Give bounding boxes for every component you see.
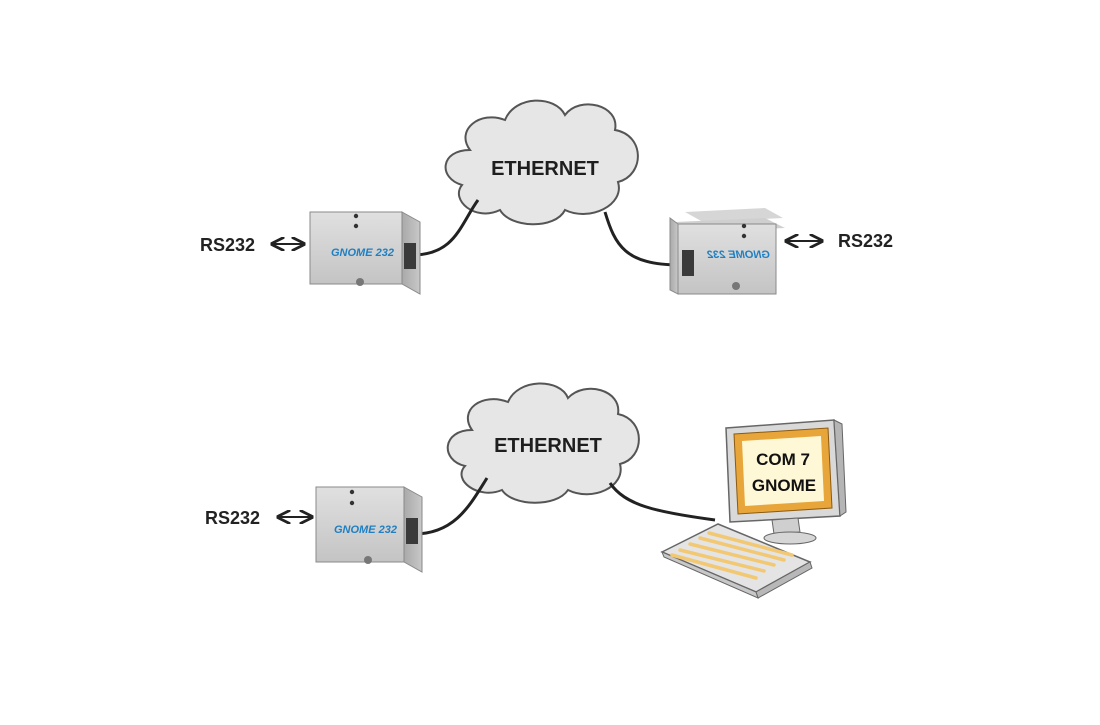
led-pwr: [741, 223, 747, 229]
screen-line-com: COM 7: [756, 450, 810, 469]
bottom-scenario: ETHERNET GNOME 232 RS232 COM 7 GNOME: [205, 382, 847, 599]
screen-line-gnome: GNOME: [752, 476, 816, 495]
cable-icon: [603, 211, 681, 267]
rs232-label-right: RS232: [838, 231, 893, 251]
led-pwr: [349, 489, 355, 495]
led-ok: [349, 500, 355, 506]
device-brand: GNOME 232: [334, 524, 397, 536]
rj45-port: [404, 243, 416, 269]
cloud-label: ETHERNET: [494, 435, 602, 457]
device-brand: GNOME 232: [331, 247, 394, 259]
gnome-device: GNOME 232: [315, 486, 423, 573]
power-jack: [356, 278, 364, 286]
cable-icon: [413, 477, 489, 536]
gnome-device-right: GNOME 232: [669, 208, 785, 295]
cloud-label: ETHERNET: [491, 158, 599, 180]
rj45-port: [682, 250, 694, 276]
power-jack: [364, 556, 372, 564]
cloud-icon: [444, 99, 639, 226]
rj45-port: [406, 518, 418, 544]
led-ok: [353, 223, 359, 229]
monitor-screen: [742, 436, 824, 506]
power-jack: [732, 282, 740, 290]
cable-icon: [608, 482, 716, 522]
led-pwr: [353, 213, 359, 219]
computer-icon: COM 7 GNOME: [660, 419, 847, 599]
rs232-label-left: RS232: [200, 235, 255, 255]
gnome-device-left: GNOME 232: [309, 211, 421, 295]
rs232-label-left: RS232: [205, 508, 260, 528]
cloud-icon: [446, 382, 640, 504]
top-scenario: ETHERNET GNOME 232 GNOME 232: [200, 99, 893, 295]
led-ok: [741, 233, 747, 239]
cable-icon: [411, 199, 480, 257]
device-brand: GNOME 232: [707, 249, 770, 261]
